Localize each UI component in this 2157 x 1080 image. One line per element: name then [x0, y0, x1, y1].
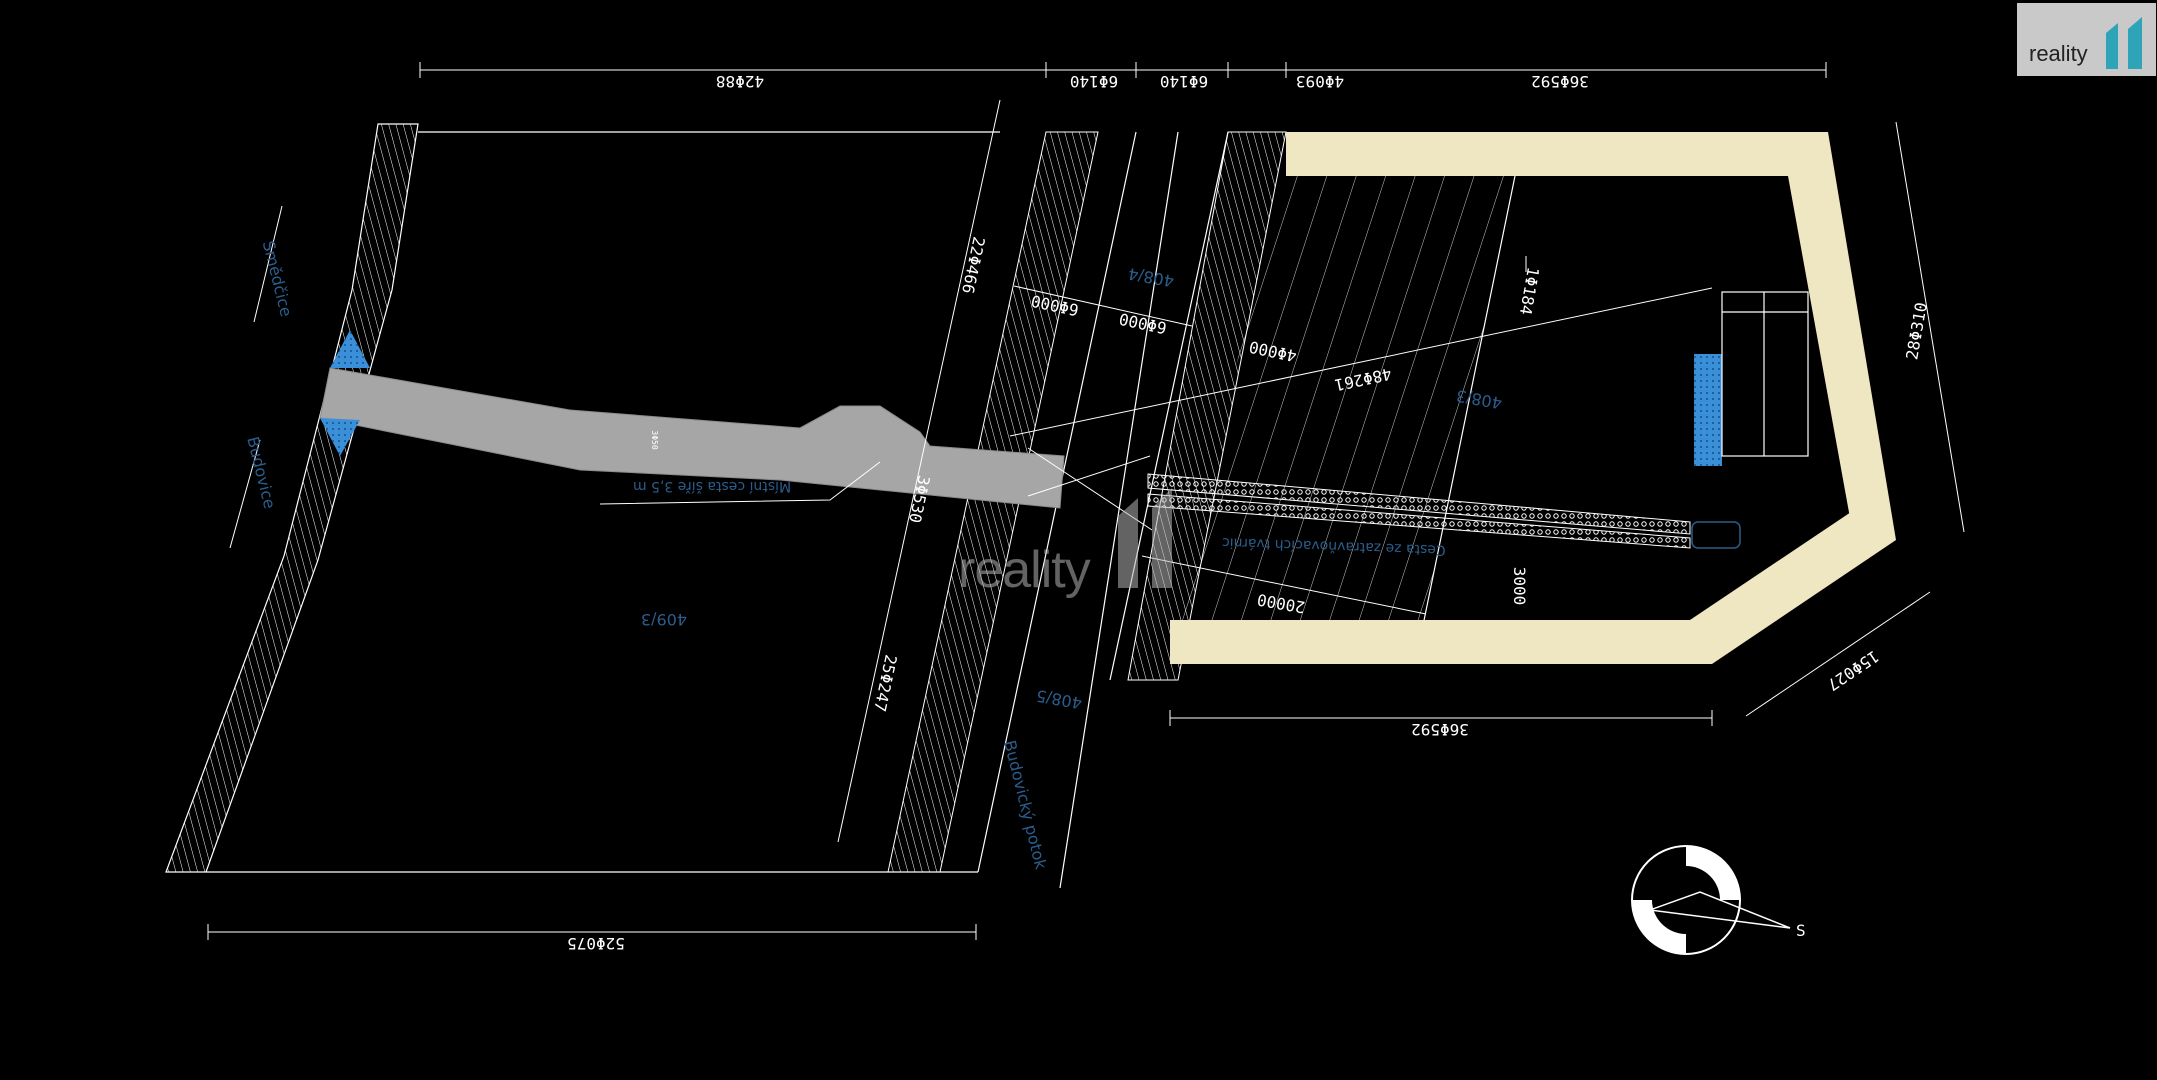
watermark-text: reality	[958, 541, 1091, 599]
arrow-down-line	[229, 439, 261, 549]
plot-border-right	[1786, 132, 1896, 540]
house-outline	[1721, 291, 1809, 457]
stream-bank-2	[1059, 131, 1179, 889]
label-drive-note: Cesta ze zatravňovacích tvárnic	[1222, 534, 1446, 558]
road-note-leader	[599, 461, 881, 505]
dim-top-4: 4Φ093	[1296, 72, 1344, 91]
watermark-mark-icon	[1118, 488, 1172, 588]
dim-top-3: 6Φ140	[1160, 72, 1208, 91]
dim-left-vertical-lower: 25Φ247	[870, 653, 901, 713]
plot-border-top	[1286, 132, 1828, 176]
label-parcel-mid-lower: 408/5	[1035, 686, 1084, 713]
plot-border-diagonal	[1690, 510, 1896, 664]
arrow-up-line	[253, 205, 283, 323]
label-direction-down: Budovice	[243, 435, 279, 511]
compass-label: S	[1796, 921, 1806, 940]
local-road	[319, 367, 1065, 509]
brand-logo[interactable]: reality	[2017, 3, 2156, 76]
dim-bottom-left: 52Φ075	[567, 934, 625, 953]
stream-bank-3	[1109, 131, 1229, 681]
left-embankment	[165, 123, 419, 873]
dim-left-vertical-upper: 22Φ466	[958, 235, 989, 295]
water-spot-lower	[320, 418, 360, 456]
water-tank	[1694, 354, 1722, 466]
label-road-note: Místní cesta šíře 3,5 m	[633, 478, 791, 494]
driveway-pavers-bottom	[1147, 493, 1691, 549]
plot-border-bottom	[1170, 620, 1712, 664]
dim-drive-width: 3000	[1510, 567, 1529, 606]
water-spot-upper	[330, 330, 370, 368]
dim-top-2: 6Φ140	[1070, 72, 1118, 91]
brand-mark-icon	[2106, 17, 2142, 69]
dim-top-5: 36Φ592	[1531, 72, 1589, 91]
dim-right-small: 1Φ184	[1516, 266, 1543, 317]
watermark: reality	[958, 488, 1198, 599]
dim-road-width-small: 3Φ50	[650, 430, 659, 449]
car-outline	[1691, 521, 1741, 549]
dim-mid-2: 6Φ000	[1117, 309, 1168, 338]
dim-right-vertical: 28Φ310	[1902, 301, 1931, 361]
dim-bottom-right: 36Φ592	[1411, 720, 1469, 739]
dim-top-1: 42Φ88	[716, 72, 764, 91]
right-parcel-edge	[1419, 131, 1525, 641]
label-stream: Budovický potok	[1000, 738, 1051, 872]
label-parcel-mid-upper: 408/4	[1127, 264, 1176, 291]
label-parcel-left: 409/3	[641, 610, 687, 629]
stream-hatch-left	[887, 131, 1099, 873]
compass: S	[1631, 845, 1806, 955]
dim-right-lower: 15Φ027	[1824, 647, 1883, 695]
brand-logo-text: reality	[2029, 41, 2088, 66]
dimension-lines	[207, 62, 1965, 940]
driveway-pavers-top	[1147, 473, 1691, 535]
